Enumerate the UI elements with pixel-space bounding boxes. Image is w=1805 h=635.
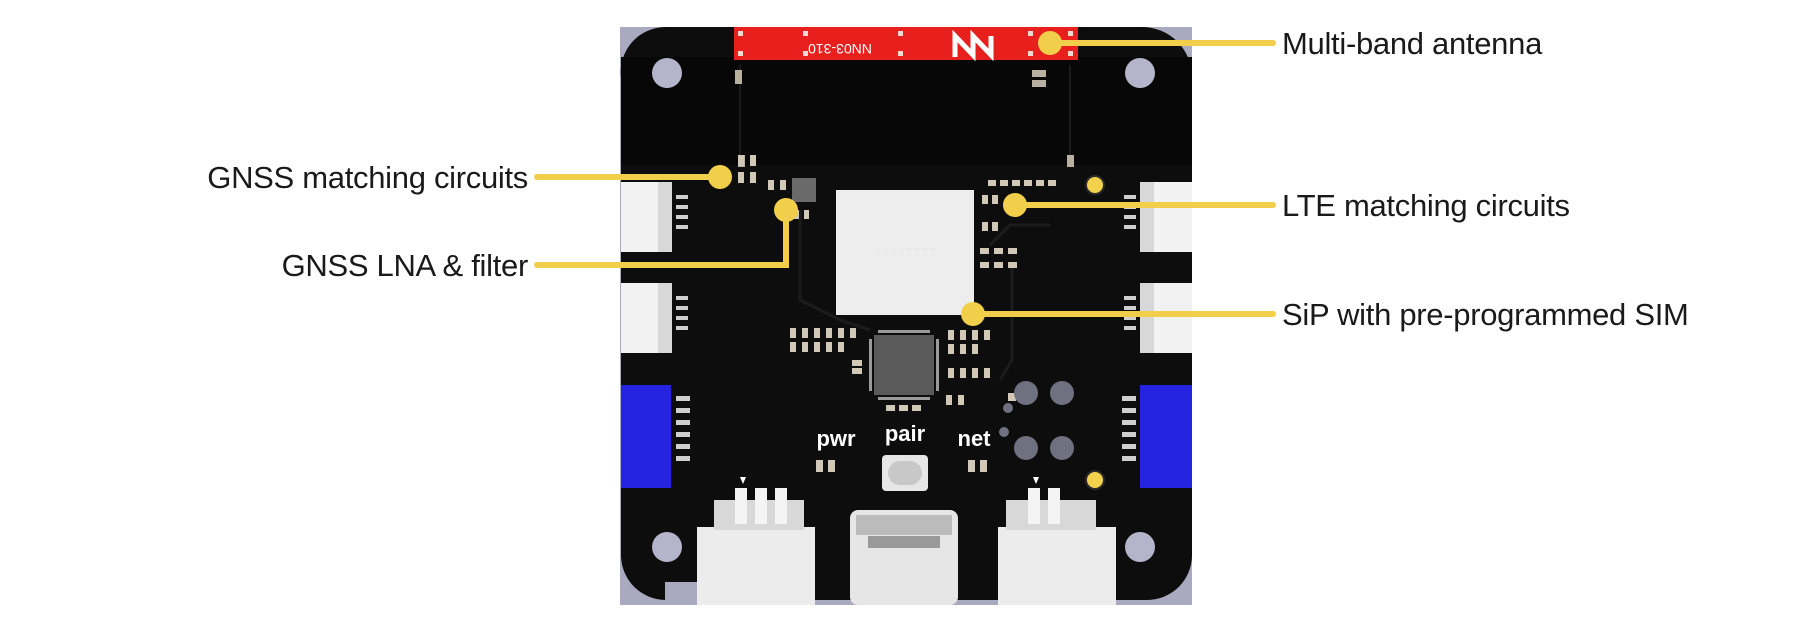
- svg-text:· · · · · · · ·: · · · · · · · ·: [875, 241, 935, 256]
- lna-chip: [792, 178, 816, 202]
- blue-connector-left: [621, 385, 671, 488]
- smd-components: [738, 155, 1056, 472]
- callout-label-lte-matching: LTE matching circuits: [1282, 188, 1570, 223]
- antenna-keepout: [621, 57, 1192, 165]
- mounting-hole: [652, 532, 682, 562]
- blue-connector-right: [1140, 385, 1192, 488]
- antenna-pads: [738, 31, 1073, 56]
- indicator-dot: [1085, 175, 1105, 195]
- led-label-pair: pair: [885, 421, 926, 446]
- round-pads: [999, 381, 1074, 460]
- callout-label-gnss-lna: GNSS LNA & filter: [281, 248, 529, 283]
- callout-lines: [534, 40, 1276, 317]
- led-label-pwr: pwr: [816, 426, 856, 451]
- mounting-hole: [1125, 58, 1155, 88]
- indicator-dot: [1085, 470, 1105, 490]
- marker-sip: [961, 302, 985, 326]
- callout-markers: [708, 31, 1062, 326]
- mounting-hole: [1125, 532, 1155, 562]
- sip-module: [836, 190, 974, 315]
- side-connector-left-mid: [621, 283, 672, 353]
- mcu-chip: [874, 335, 934, 395]
- side-connector-right-mid: [1140, 283, 1192, 353]
- side-connector-right-top: [1140, 182, 1192, 252]
- marker-gnss-matching: [708, 165, 732, 189]
- antenna-logo: [952, 29, 994, 62]
- bottom-connector-right: [998, 477, 1116, 605]
- led-label-net: net: [958, 426, 992, 451]
- marker-lte-matching: [1003, 193, 1027, 217]
- marker-gnss-lna: [774, 198, 798, 222]
- callout-line-gnss-lna: [534, 207, 789, 268]
- mounting-hole: [652, 58, 682, 88]
- bottom-connector-left: [697, 477, 815, 605]
- marker-antenna: [1038, 31, 1062, 55]
- callout-label-antenna: Multi-band antenna: [1282, 26, 1543, 61]
- usb-c-connector: [850, 510, 958, 605]
- side-connector-left-top: [621, 182, 672, 252]
- antenna-chip: [734, 27, 1078, 60]
- antenna-part-number: NN03-310: [808, 41, 872, 57]
- callout-label-gnss-matching: GNSS matching circuits: [207, 160, 528, 195]
- callout-label-sip: SiP with pre-programmed SIM: [1282, 297, 1689, 332]
